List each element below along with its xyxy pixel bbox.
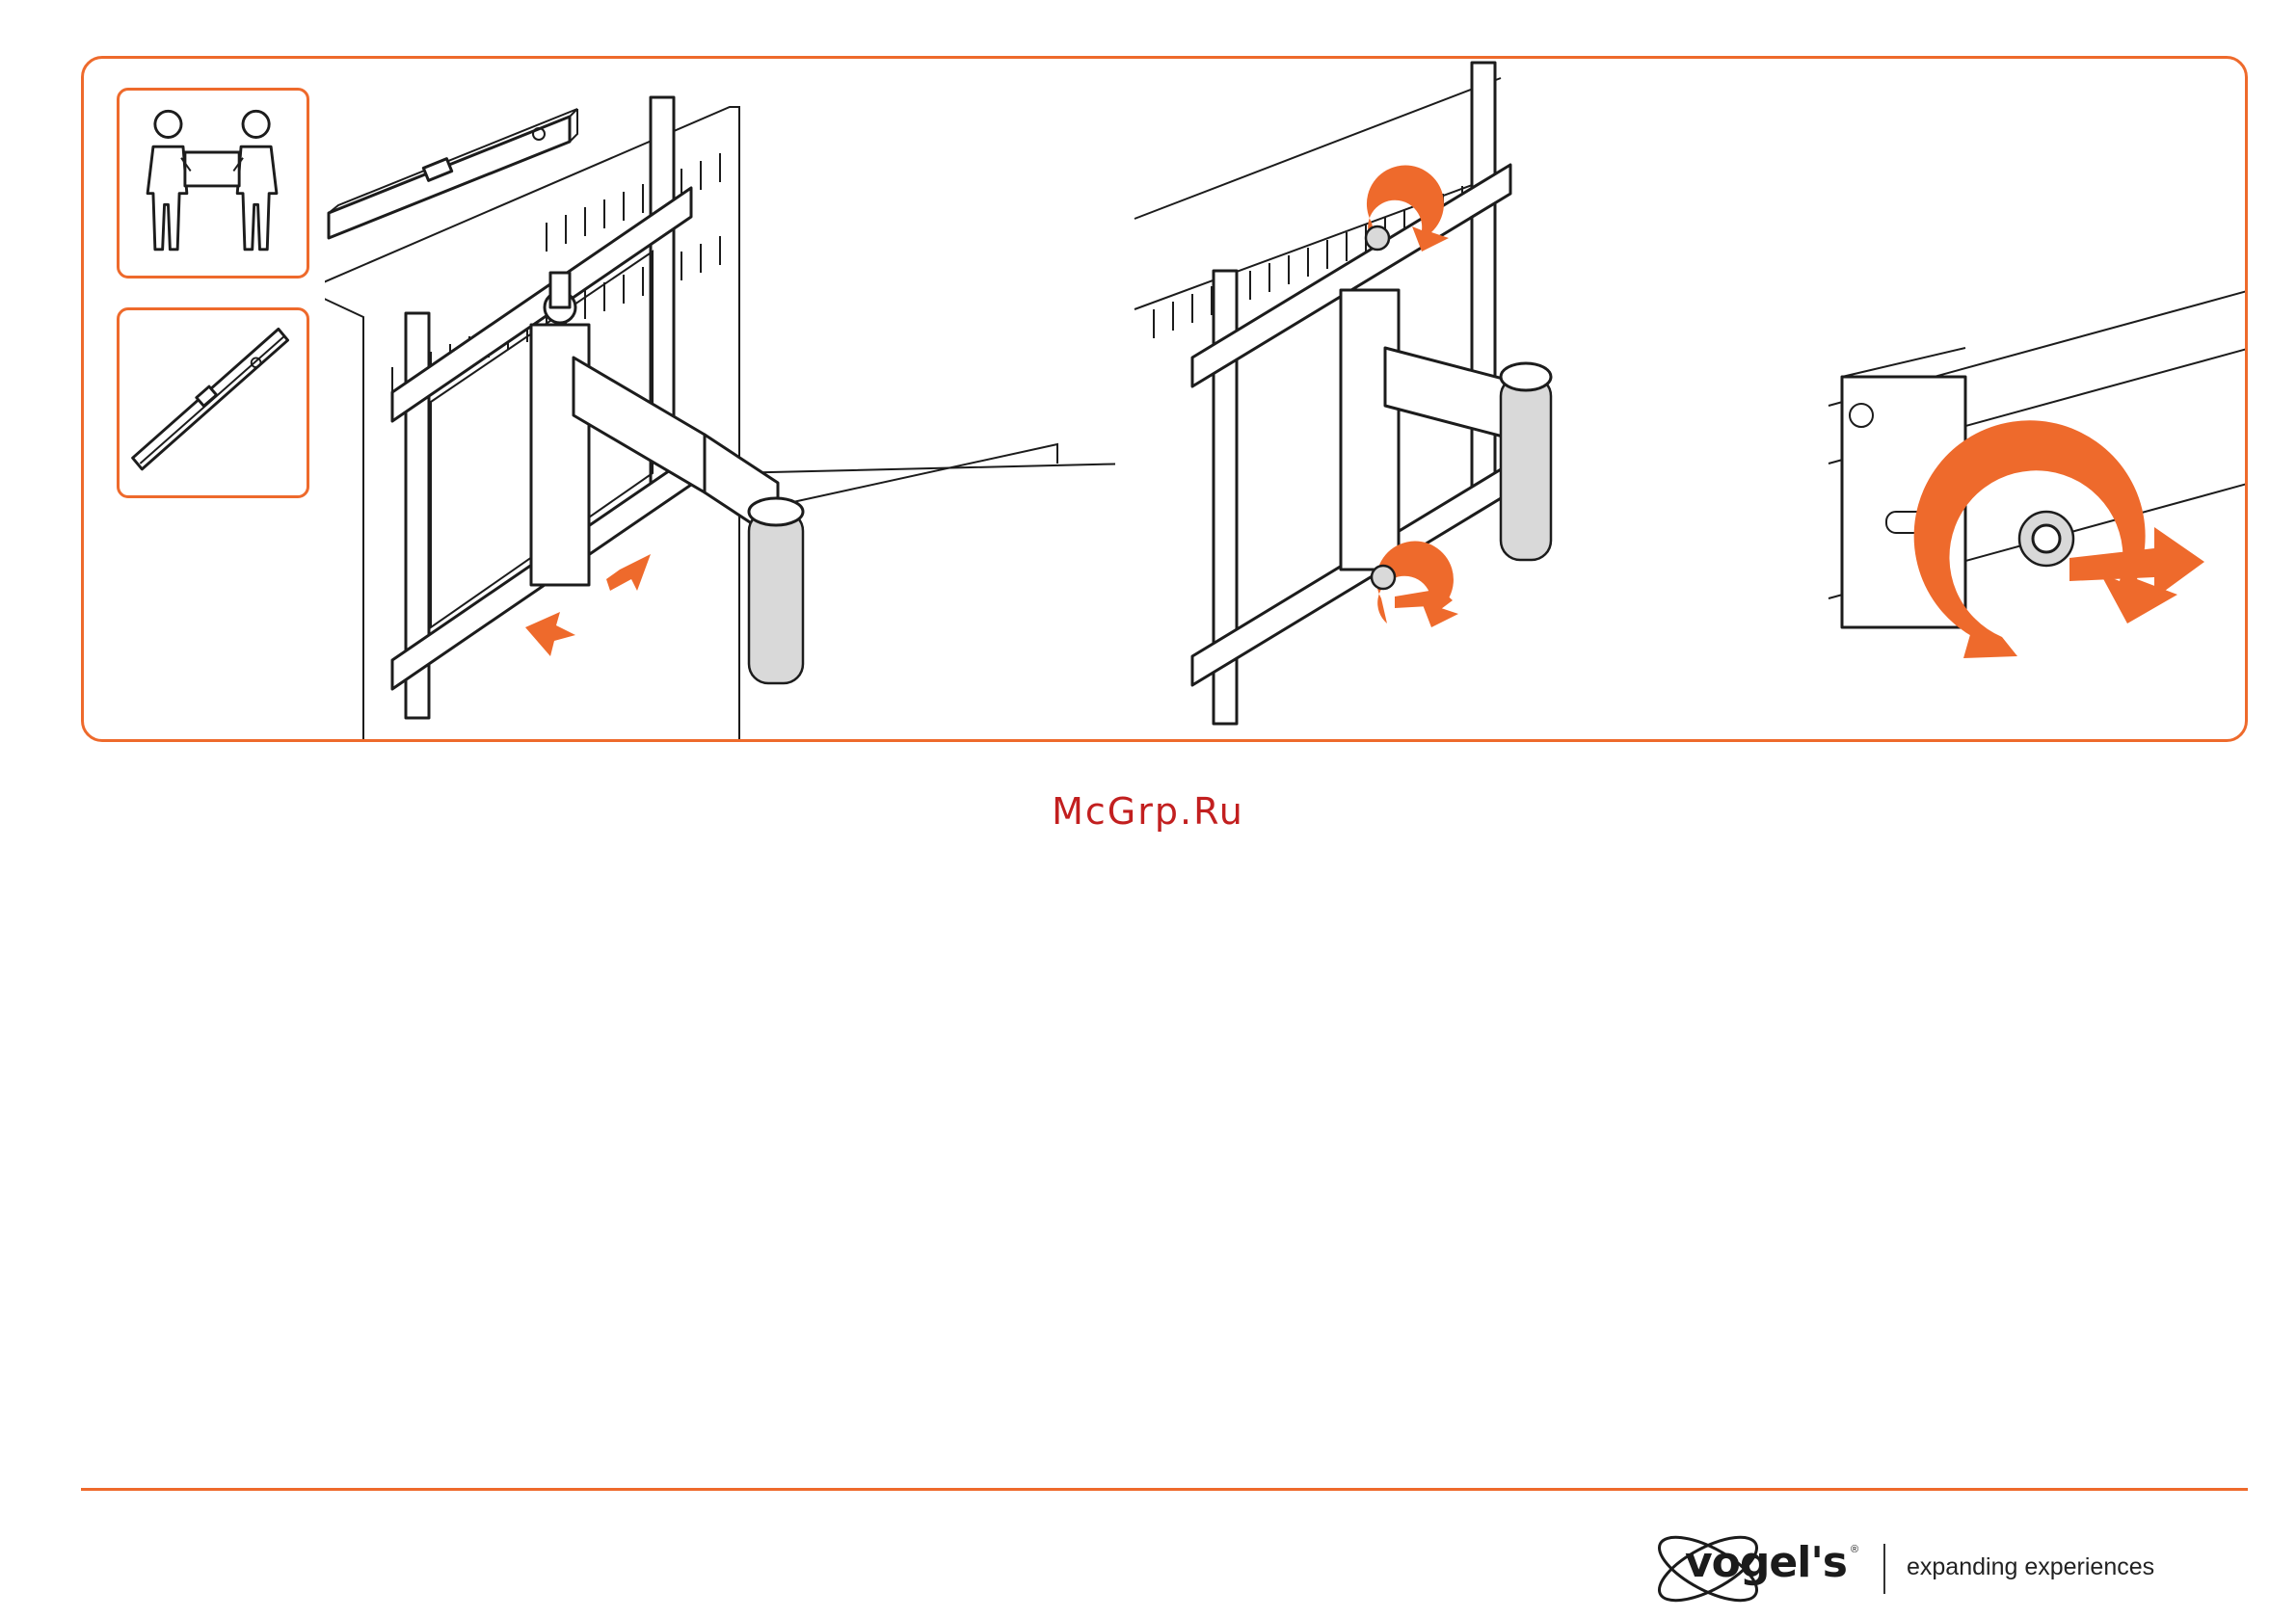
brand-tagline: expanding experiences bbox=[1907, 1553, 2154, 1581]
step-illustration-tighten bbox=[1125, 59, 1838, 739]
brand-lockup: vogel's ® expanding experiences bbox=[1650, 1517, 2229, 1613]
step-illustration-detail bbox=[1819, 59, 2248, 739]
footer-divider bbox=[81, 1488, 2248, 1491]
registered-mark: ® bbox=[1851, 1544, 1858, 1555]
step-illustration-adjust bbox=[325, 59, 1115, 739]
two-person-lift-icon bbox=[117, 88, 309, 279]
instruction-panel bbox=[81, 56, 2248, 742]
spirit-level-icon bbox=[117, 307, 309, 498]
brand-divider bbox=[1883, 1544, 1885, 1594]
brand-name: vogel's bbox=[1685, 1538, 1847, 1587]
watermark-text: McGrp.Ru bbox=[0, 790, 2296, 833]
